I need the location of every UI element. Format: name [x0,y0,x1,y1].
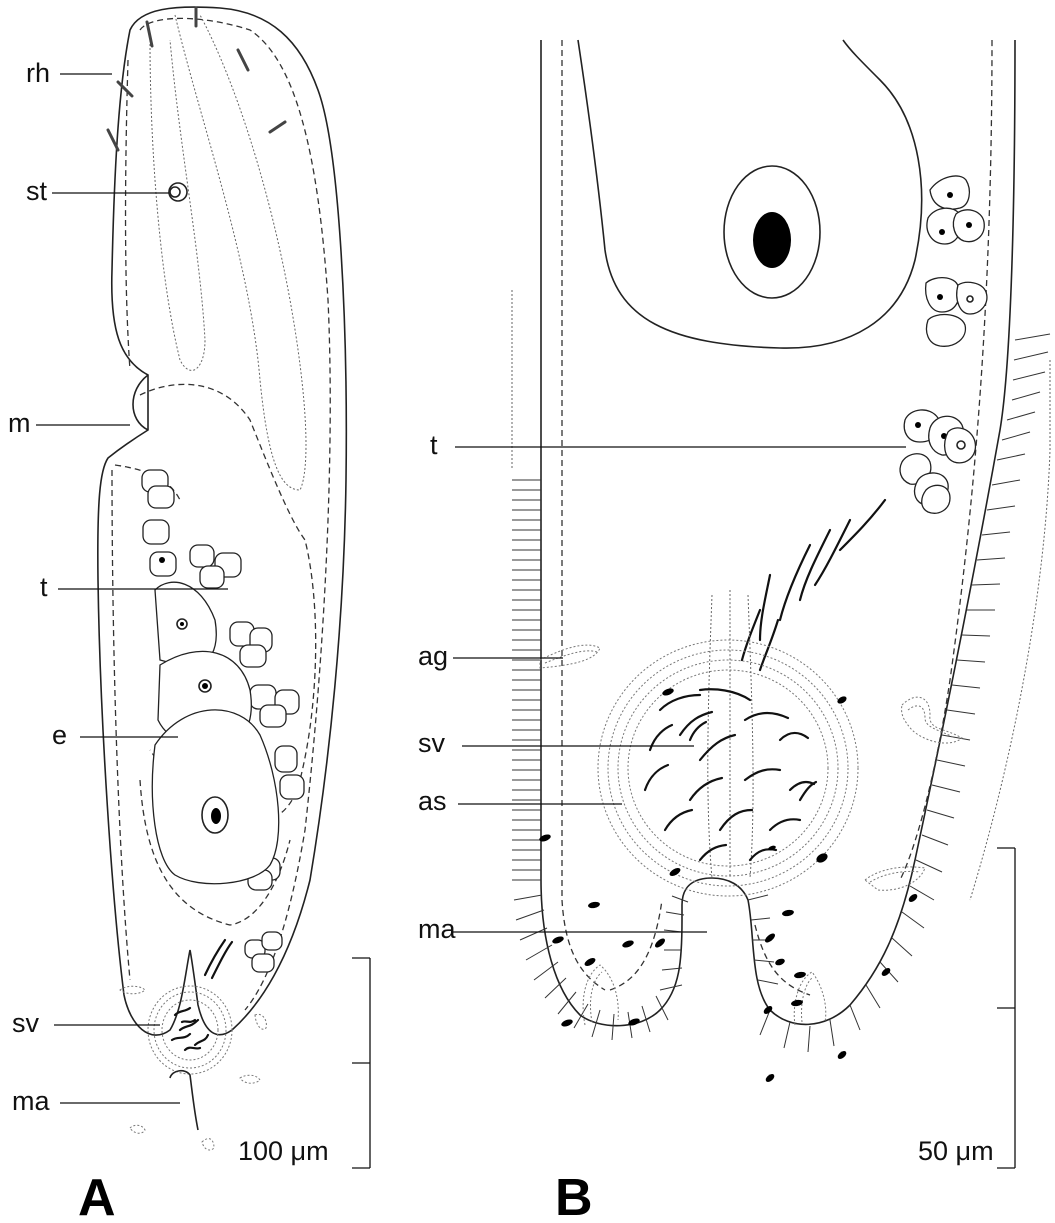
panel-a-letter: A [78,1169,116,1223]
panel-a: 100 μm rh st m t e sv ma A [8,7,370,1223]
label-rh: rh [26,58,50,88]
panel-b-sperm-bundle [742,500,885,670]
label-b-ag: ag [418,641,448,671]
panel-a-mouth-notch [133,375,148,430]
rhabdite [270,122,285,132]
panel-b-testes [900,176,987,513]
panel-b-scale-bar: 50 μm [918,848,1015,1168]
label-st: st [26,176,48,206]
label-b-as: as [418,786,447,816]
panel-b-inner-dashed [562,40,605,990]
panel-a-labels: rh st m t e sv ma [8,58,228,1116]
panel-b-seminal-vesicle [598,590,858,896]
panel-a-rhabdites [108,8,285,150]
panel-a-sperm-streak [205,940,232,978]
panel-a-rhabdite-sheath [175,15,306,490]
label-b-sv: sv [418,728,446,758]
rhabdite [238,50,248,70]
rhabdite [147,22,152,46]
panel-a-statocyst [169,183,187,201]
panel-b-oocyte [578,40,922,348]
panel-a-pharynx-inner [150,40,205,370]
panel-a-male-antrum [170,1071,198,1130]
panel-b-cilia-right [760,334,1050,1052]
panel-a-scale-bar: 100 μm [238,958,370,1168]
label-sv: sv [12,1008,40,1038]
panel-a-egg [152,710,278,884]
label-m: m [8,408,31,438]
panel-b-epidermis-right [970,360,1050,900]
panel-b-scale-bar-label: 50 μm [918,1136,994,1166]
label-ma: ma [12,1086,50,1116]
label-b-t: t [430,430,438,460]
panel-b: 50 μm t ag sv as ma B [418,40,1050,1223]
panel-b-accessory-glands [540,645,962,1025]
label-e: e [52,720,67,750]
panel-a-seminal-vesicle [148,986,232,1074]
panel-b-letter: B [555,1169,593,1223]
rhabdite [118,82,132,96]
panel-b-antrum-dashed [610,900,810,995]
panel-a-accessory-glands [120,986,266,1150]
panel-a-scale-bar-label: 100 μm [238,1136,329,1166]
rhabdite [108,130,118,150]
label-b-ma: ma [418,914,456,944]
panel-b-cilia-left [512,480,668,1040]
label-t: t [40,572,48,602]
